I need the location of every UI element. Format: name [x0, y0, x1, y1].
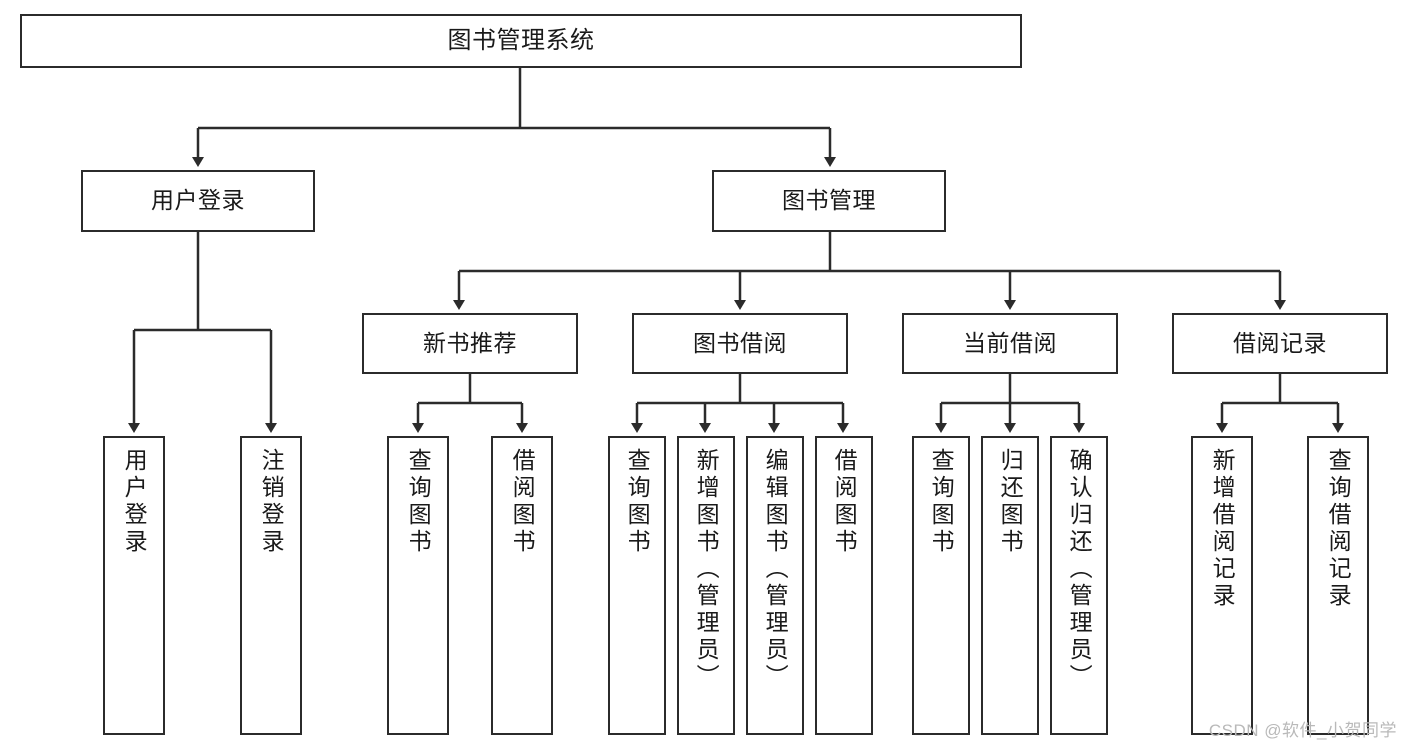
node-user-login[interactable]: 用户登录 [81, 170, 315, 232]
node-current-borrow[interactable]: 当前借阅 [902, 313, 1118, 374]
node-book-management[interactable]: 图书管理 [712, 170, 946, 232]
node-borrow-record[interactable]: 借阅记录 [1172, 313, 1388, 374]
leaf-record-query-record[interactable]: 查询借阅记录 [1307, 436, 1369, 735]
leaf-borrow-borrow-book-label: 借阅图书 [831, 448, 858, 556]
node-root-label: 图书管理系统 [447, 26, 595, 54]
leaf-recommend-borrow-book[interactable]: 借阅图书 [491, 436, 553, 735]
node-book-management-label: 图书管理 [782, 187, 876, 214]
leaf-user-login-signin-label: 用户登录 [121, 448, 148, 556]
leaf-borrow-edit-book-label: 编辑图书（管理员） [762, 448, 789, 691]
leaf-borrow-query-book[interactable]: 查询图书 [608, 436, 666, 735]
leaf-borrow-edit-book[interactable]: 编辑图书（管理员） [746, 436, 804, 735]
leaf-current-query-book-label: 查询图书 [928, 448, 955, 556]
node-borrow-record-label: 借阅记录 [1233, 329, 1327, 356]
leaf-user-login-signin[interactable]: 用户登录 [103, 436, 165, 735]
leaf-recommend-query-book-label: 查询图书 [405, 448, 432, 556]
leaf-borrow-add-book[interactable]: 新增图书（管理员） [677, 436, 735, 735]
leaf-current-confirm-return[interactable]: 确认归还（管理员） [1050, 436, 1108, 735]
leaf-current-query-book[interactable]: 查询图书 [912, 436, 970, 735]
leaf-current-confirm-return-label: 确认归还（管理员） [1066, 448, 1093, 691]
node-new-book-recommend-label: 新书推荐 [423, 329, 517, 356]
leaf-borrow-add-book-label: 新增图书（管理员） [693, 448, 720, 691]
node-user-login-label: 用户登录 [151, 187, 245, 214]
leaf-borrow-query-book-label: 查询图书 [624, 448, 651, 556]
leaf-borrow-borrow-book[interactable]: 借阅图书 [815, 436, 873, 735]
node-book-borrow-label: 图书借阅 [693, 329, 787, 356]
leaf-current-return-book[interactable]: 归还图书 [981, 436, 1039, 735]
node-new-book-recommend[interactable]: 新书推荐 [362, 313, 578, 374]
leaf-record-add-record-label: 新增借阅记录 [1209, 448, 1236, 610]
leaf-record-query-record-label: 查询借阅记录 [1325, 448, 1352, 610]
node-current-borrow-label: 当前借阅 [963, 329, 1057, 356]
leaf-recommend-borrow-book-label: 借阅图书 [509, 448, 536, 556]
leaf-current-return-book-label: 归还图书 [997, 448, 1024, 556]
leaf-record-add-record[interactable]: 新增借阅记录 [1191, 436, 1253, 735]
leaf-user-login-signout-label: 注销登录 [258, 448, 285, 556]
leaf-recommend-query-book[interactable]: 查询图书 [387, 436, 449, 735]
leaf-user-login-signout[interactable]: 注销登录 [240, 436, 302, 735]
watermark: CSDN @软件_小贺同学 [1208, 721, 1397, 740]
node-root[interactable]: 图书管理系统 [20, 14, 1022, 68]
node-book-borrow[interactable]: 图书借阅 [632, 313, 848, 374]
